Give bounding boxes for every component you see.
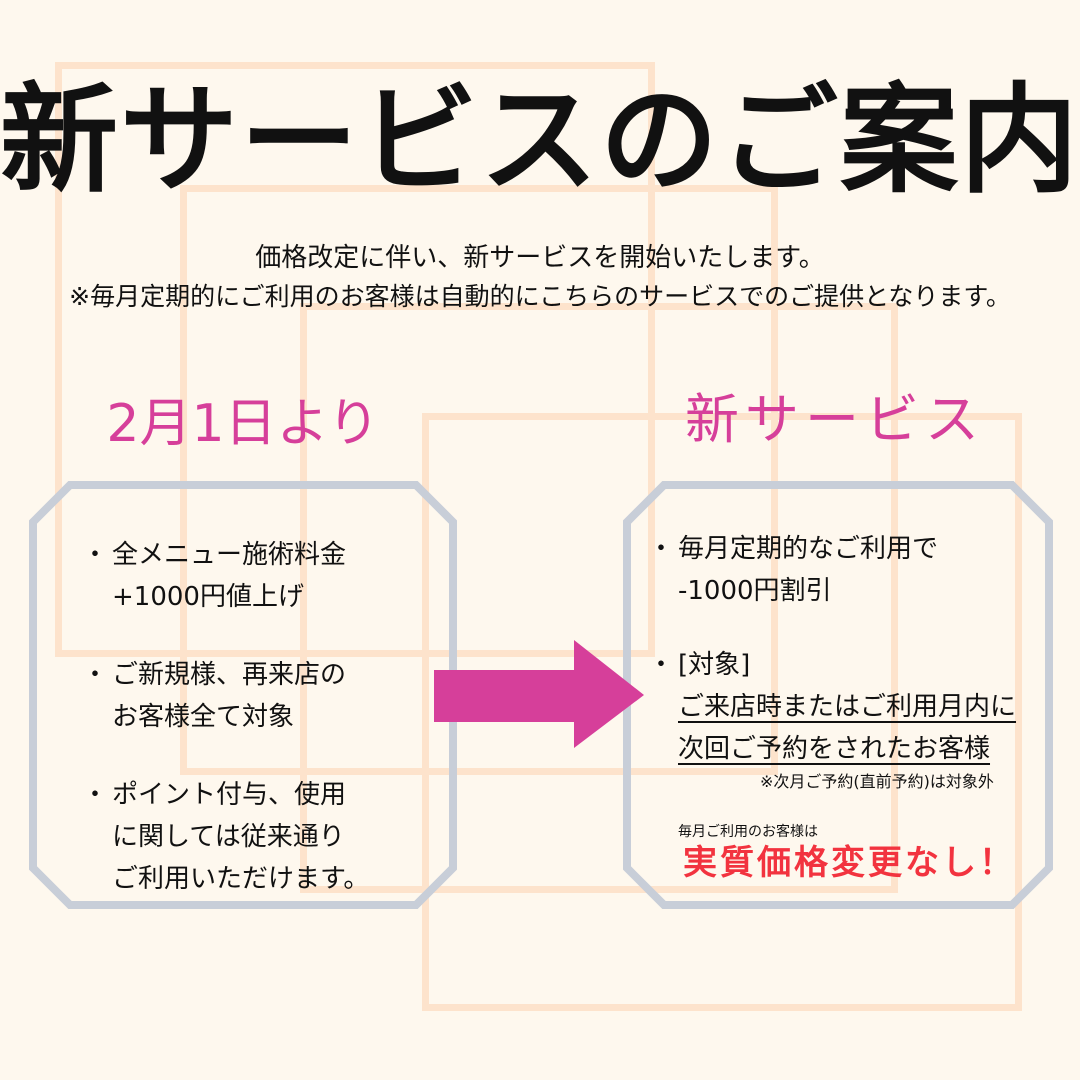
subtitle-line: 価格改定に伴い、新サービスを開始いたします。 [255,243,825,273]
list-item: ・ ご新規様、再来店の お客様全て対象 [82,654,346,738]
list-item-line: ポイント付与、使用 [112,780,347,810]
exclusion-note: ※次月ご予約(直前予約)は対象外 [760,772,994,791]
bullet-dot: ・ [648,534,675,564]
new-service-heading: 新サービス [685,388,985,451]
page-title: 新サービスのご案内 [0,71,1080,209]
bullet-dot: ・ [82,660,109,690]
list-item: ・ 全メニュー施術料金 +1000円値上げ [82,534,346,618]
list-item-line: お客様全て対象 [112,702,295,732]
list-item-line: ご利用いただけます。 [112,864,370,894]
monthly-customer-note: 毎月ご利用のお客様は [678,824,818,840]
right-panel-frame [623,481,1053,909]
bullet-dot: ・ [82,540,109,570]
list-item: ・ 毎月定期的なご利用で -1000円割引 [648,528,938,612]
list-item-line: +1000円値上げ [112,582,304,612]
target-label: [対象] [678,650,751,680]
start-date-heading: 2月1日より [106,394,380,454]
list-item-line: ご新規様、再来店の [112,660,347,690]
bullet-dot: ・ [648,650,675,680]
right-arrow-icon [434,640,644,748]
list-item-line: -1000円割引 [678,576,832,606]
target-condition-line: 次回ご予約をされたお客様 [678,734,991,764]
list-item-line: 全メニュー施術料金 [112,540,347,570]
bullet-dot: ・ [82,780,109,810]
left-panel-frame [29,481,457,909]
list-item-line: 毎月定期的なご利用で [678,534,939,564]
list-item: ・ ポイント付与、使用 に関しては従来通り ご利用いただけます。 [82,774,369,900]
highlight-text: 実質価格変更なし！ [683,843,1016,883]
subtitle-note: ※毎月定期的にご利用のお客様は自動的にこちらのサービスでのご提供となります。 [69,282,1011,311]
list-item: ・ [対象] ご来店時またはご利用月内に 次回ご予約をされたお客様 [648,644,1016,770]
list-item-line: に関しては従来通り [112,822,345,852]
target-condition-line: ご来店時またはご利用月内に [678,692,1017,722]
